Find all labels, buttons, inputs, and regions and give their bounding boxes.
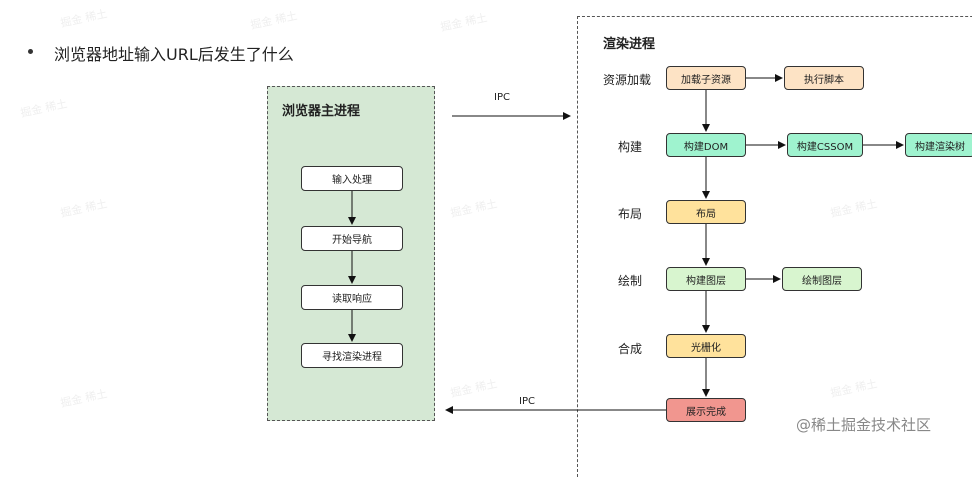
connector-layer [348,74,904,414]
box-build-cssom: 构建CSSOM [787,133,863,157]
box-execute-script: 执行脚本 [784,66,864,90]
box-build-dom: 构建DOM [666,133,746,157]
bullet-icon [28,49,33,54]
step-start-navigation: 开始导航 [301,226,403,251]
row-label-paint: 绘制 [618,274,643,288]
step-input-handling: 输入处理 [301,166,403,191]
row-label-composite: 合成 [618,342,643,356]
credit-watermark: @稀土掘金技术社区 [796,416,932,434]
row-label-resource-loading: 资源加载 [603,73,652,87]
box-load-subresources: 加载子资源 [666,66,746,90]
box-layout: 布局 [666,200,746,224]
box-draw-layers: 绘制图层 [782,267,862,291]
box-display-done: 展示完成 [666,398,746,422]
box-build-layers: 构建图层 [666,267,746,291]
box-rasterize: 光栅化 [666,334,746,358]
box-build-render-tree: 构建渲染树 [905,133,972,157]
page-heading: 浏览器地址输入URL后发生了什么 [54,45,294,64]
row-label-build: 构建 [618,140,643,154]
step-find-render-process: 寻找渲染进程 [301,343,403,368]
render-process-title: 渲染进程 [603,37,656,52]
step-read-response: 读取响应 [301,285,403,310]
row-label-layout: 布局 [618,207,643,221]
main-process-title: 浏览器主进程 [282,104,361,119]
ipc-label-top: IPC [494,92,510,103]
render-process-panel [577,16,972,477]
ipc-label-bottom: IPC [519,396,535,407]
